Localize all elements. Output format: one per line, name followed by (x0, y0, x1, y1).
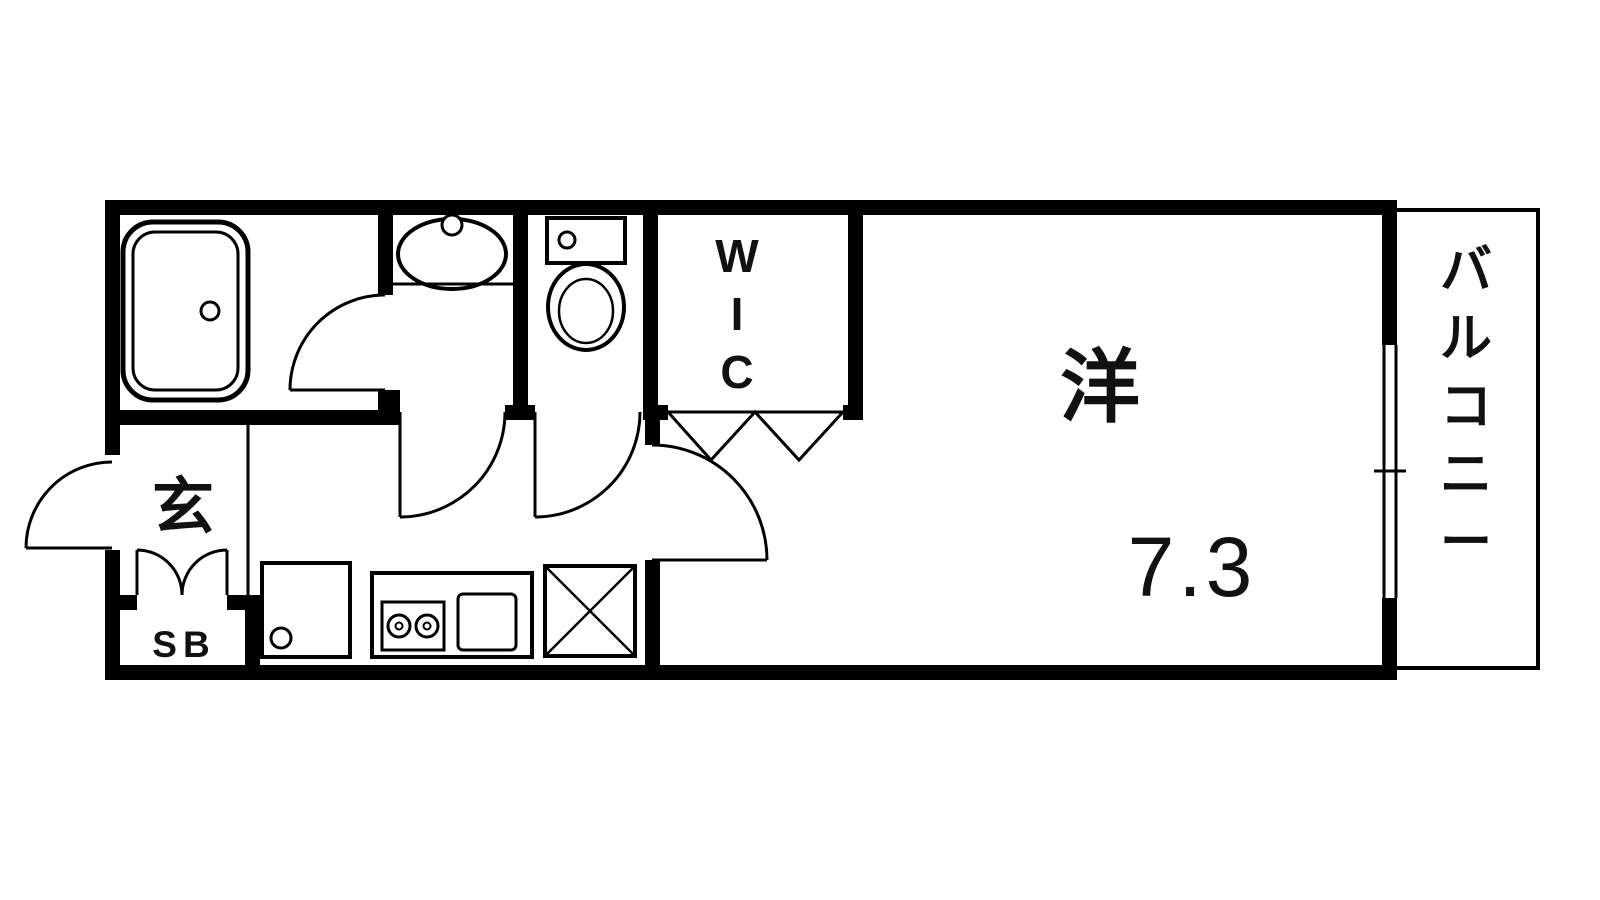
refrigerator-space-cross (544, 565, 636, 657)
washing-machine-drain (269, 626, 293, 650)
shoe-box-label: SB (152, 624, 215, 665)
washroom-door-swing (399, 411, 507, 519)
balcony-outline (1397, 208, 1540, 670)
wic-folding-doors (666, 409, 845, 463)
main-room-door-swing (651, 443, 769, 561)
balcony-label-char: バ (1440, 242, 1492, 300)
wall-segment (105, 200, 120, 455)
wall-segment (245, 595, 260, 680)
wall-segment (513, 200, 528, 405)
wall-segment (645, 560, 660, 680)
washbasin-icon (393, 213, 513, 291)
bathtub-inner (131, 230, 240, 392)
balcony-label-char: ニ (1440, 446, 1492, 504)
wall-segment (105, 595, 137, 610)
kitchen-icons (260, 561, 637, 659)
wall-segment (105, 665, 1397, 680)
entrance-label: 玄 (152, 473, 214, 542)
bathroom-door-swing (288, 293, 386, 391)
toilet-bowl-inner (557, 277, 615, 345)
wall-segment (1382, 200, 1397, 345)
balcony-label-char: コ (1440, 378, 1492, 436)
entrance-door-swing (24, 460, 113, 549)
bathtub-icon (120, 219, 251, 403)
western-room-size: 7.3 (1128, 520, 1257, 614)
walls (105, 200, 1397, 680)
bathtub-drain (199, 300, 221, 322)
western-room-label: 洋 (1060, 343, 1140, 432)
wall-segment (105, 200, 1397, 215)
wall-segment (643, 200, 658, 420)
stove-burner-center (422, 621, 432, 631)
wic-label-letter: C (720, 346, 753, 398)
room-labels: W I C 洋 7.3 玄 SB バ ル コ ニ ー (152, 230, 1492, 665)
shoebox-door-swing (136, 548, 184, 596)
balcony-label-char: ー (1440, 514, 1492, 572)
wall-segment (105, 550, 120, 680)
wall-segment (378, 200, 393, 295)
balcony-window (1374, 208, 1540, 670)
doors (24, 293, 845, 596)
wall-segment (378, 390, 400, 412)
balcony-label-char: ル (1440, 310, 1492, 368)
wall-segment (1382, 598, 1397, 680)
wall-segment (643, 405, 668, 420)
wic-label-letter: W (715, 230, 759, 282)
toilet-icon (545, 216, 627, 352)
wall-segment (505, 405, 535, 420)
toilet-flush-button (557, 230, 577, 250)
kitchen-sink (456, 592, 518, 652)
wic-label-letter: I (731, 288, 744, 340)
washbasin-faucet (440, 213, 464, 237)
wall-segment (105, 410, 400, 425)
stove-burner-center (394, 621, 404, 631)
toilet-door-swing (534, 411, 642, 519)
wall-segment (848, 200, 863, 420)
shoebox-door-swing (180, 548, 228, 596)
wall-segment (843, 405, 863, 420)
wall-segment (645, 420, 660, 445)
